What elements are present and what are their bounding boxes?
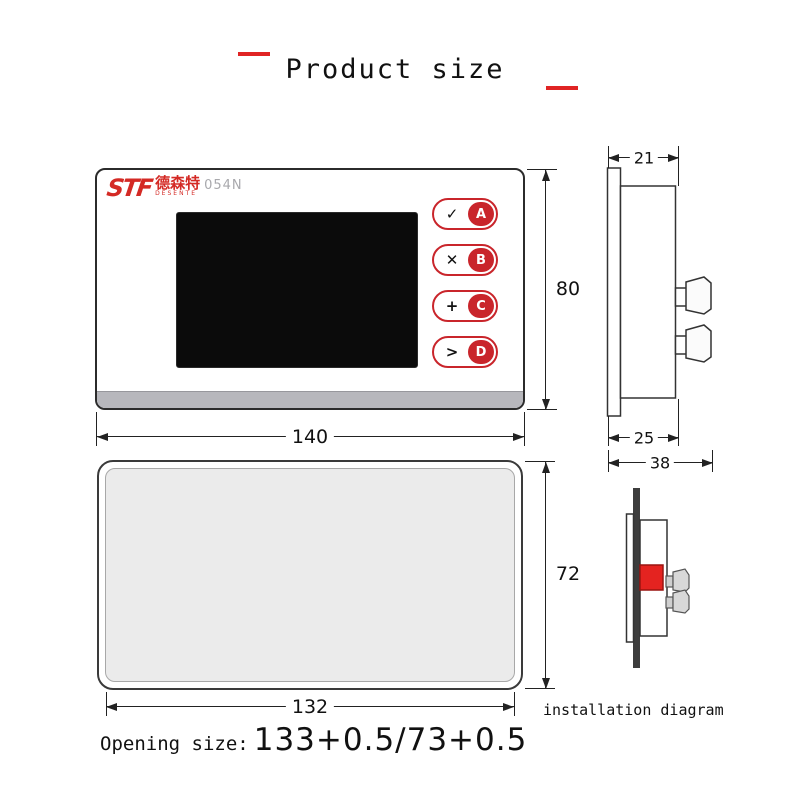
- back-view: [97, 460, 523, 690]
- brand-name-cn: 德森特 DESENTE: [155, 174, 201, 197]
- button-a: ✓ A: [432, 198, 498, 230]
- dimension-label-side-total: 38: [645, 453, 675, 473]
- page-title: Product size: [285, 54, 505, 85]
- dimension-label-side-flange: 25: [629, 428, 659, 448]
- check-icon: ✓: [445, 204, 459, 223]
- dimension-label-front-width: 140: [285, 426, 335, 448]
- brand-logo: STF 德森特 DESENTE 054N: [105, 174, 243, 202]
- extension-line: [678, 399, 679, 446]
- side-connector-bottom: [674, 324, 712, 363]
- dimension-label-back-width: 132: [285, 696, 335, 718]
- button-b-label: B: [468, 248, 494, 272]
- dimension-line-front-height: [542, 170, 550, 410]
- model-number: 054N: [204, 178, 243, 193]
- cross-icon: ✕: [445, 250, 459, 269]
- mounting-screw-top: [665, 568, 690, 593]
- button-d: > D: [432, 336, 498, 368]
- front-view: STF 德森特 DESENTE 054N ✓ A ✕ B + C > D: [95, 168, 525, 410]
- brand-stf-mark: STF: [105, 174, 154, 202]
- device-bottom-strip: [97, 391, 523, 408]
- plus-icon: +: [445, 296, 459, 315]
- extension-line: [96, 412, 97, 446]
- extension-line: [678, 146, 679, 186]
- opening-size: Opening size: 133+0.5/73+0.5: [100, 722, 527, 758]
- title-bracket-right: [546, 86, 578, 90]
- button-d-label: D: [468, 340, 494, 364]
- extension-line: [525, 461, 555, 462]
- mounting-screw-bottom: [665, 589, 690, 614]
- button-c-label: C: [468, 294, 494, 318]
- extension-line: [525, 688, 555, 689]
- installation-view: [625, 488, 690, 668]
- mounting-clip: [639, 564, 664, 591]
- back-view-inner: [105, 468, 515, 682]
- button-c: + C: [432, 290, 498, 322]
- side-connector-top: [674, 276, 712, 315]
- opening-size-label: Opening size:: [100, 733, 249, 755]
- opening-size-value: 133+0.5/73+0.5: [253, 722, 528, 758]
- extension-line: [514, 692, 515, 716]
- arrow-right-icon: >: [445, 342, 459, 361]
- title-bracket-left: [238, 52, 270, 56]
- dimension-label-front-height: 80: [549, 278, 587, 300]
- dimension-label-back-height: 72: [549, 563, 587, 585]
- side-flange: [606, 167, 622, 417]
- side-body: [619, 185, 677, 399]
- button-b: ✕ B: [432, 244, 498, 276]
- side-view: [606, 167, 712, 417]
- button-a-label: A: [468, 202, 494, 226]
- extension-line: [608, 416, 609, 446]
- install-flange: [625, 513, 635, 643]
- installation-caption: installation diagram: [543, 701, 724, 719]
- extension-line: [524, 412, 525, 446]
- dimension-label-side-body: 21: [629, 148, 659, 168]
- display-screen: [176, 212, 418, 368]
- mounting-panel: [633, 488, 640, 668]
- extension-line: [527, 169, 557, 170]
- dimension-line-back-height: [542, 462, 550, 689]
